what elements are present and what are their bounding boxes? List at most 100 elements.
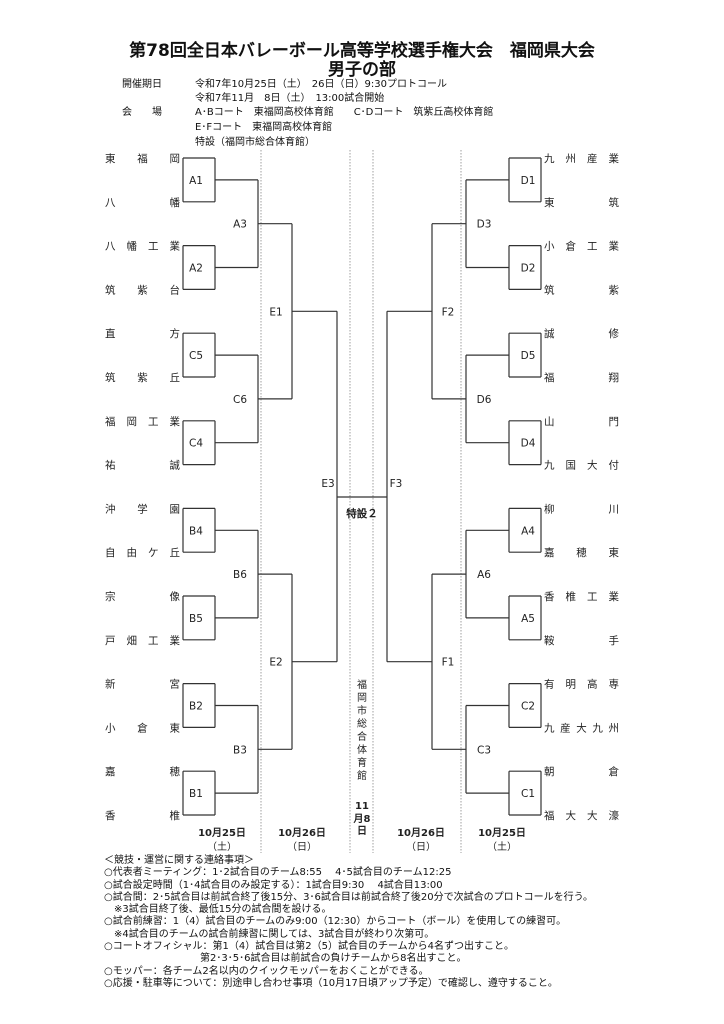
date-line-1: 令和7年10月25日（土） 26日（日）9:30プロトコール (195, 79, 447, 90)
match-label: A1 (189, 175, 203, 187)
team-name: 鞍手 (544, 634, 619, 647)
note-item: ○試合設定時間（1･4試合目のみ設定する）：1試合目9:30 4試合目13:00 (104, 879, 443, 891)
match-label: C3 (477, 744, 491, 756)
team-name: 九国大付 (544, 459, 619, 472)
center-venue-char: 館 (357, 769, 367, 782)
notes-section: ＜競技・運営に関する連絡事項＞ ○代表者ミーティング：1･2試合目のチーム8:5… (104, 855, 593, 990)
team-name: 福翔 (544, 371, 619, 384)
team-name: 福岡工業 (105, 415, 181, 428)
column-day: （日） (287, 841, 317, 853)
match-label: B2 (189, 701, 203, 713)
team-name: 東筑 (544, 196, 620, 209)
match-label: B5 (189, 613, 203, 625)
note-item: 第2･3･5･6試合目は前試合の負けチームから8名出すこと。 (200, 953, 467, 965)
team-name: 小倉工業 (544, 240, 620, 253)
team-name: 山門 (544, 416, 619, 428)
column-date: 10月26日 (278, 827, 326, 839)
match-label: B4 (189, 525, 203, 537)
venue-line-2: E･Fコート 東福岡高校体育館 (195, 122, 333, 133)
team-name: 福大大濠 (544, 809, 620, 822)
team-name: 嘉穂東 (544, 546, 620, 559)
match-label: B3 (233, 744, 247, 756)
note-item: ○代表者ミーティング：1･2試合目のチーム8:55 4･5試合目のチーム12:2… (104, 867, 452, 879)
team-name: 朝倉 (544, 765, 620, 778)
match-label: E3 (321, 478, 334, 490)
team-name: 戸畑工業 (105, 634, 181, 647)
venue-line-3: 特設（福岡市総合体育館） (195, 137, 315, 148)
match-label: F3 (390, 478, 403, 490)
notes-heading: ＜競技・運営に関する連絡事項＞ (104, 855, 254, 866)
center-venue-char: 市 (357, 704, 367, 717)
team-name: 新宮 (105, 678, 180, 691)
match-label: D1 (521, 175, 536, 187)
match-label: C5 (189, 350, 203, 362)
team-name: 嘉穂 (105, 765, 181, 778)
match-label: E1 (269, 306, 282, 318)
team-name: 九州産業 (544, 152, 620, 165)
match-label: E2 (269, 657, 282, 669)
column-day: （土） (207, 840, 237, 853)
center-venue-char: 体 (357, 744, 367, 756)
center-venue-char: 総 (357, 717, 367, 730)
team-name: 八幡 (105, 196, 181, 209)
match-label: B6 (233, 569, 247, 581)
match-label: C1 (521, 788, 535, 800)
note-item: ○応援・駐車等について：別途申し合わせ事項（10月17日頃アップ予定）で確認し、… (104, 977, 558, 989)
match-label: C4 (189, 438, 203, 450)
date-label: 開催期日 (122, 79, 162, 90)
date-line-2: 令和7年11月 8日（土） 13:00試合開始 (195, 93, 385, 104)
final-label: 特設２ (346, 507, 378, 520)
team-name: 沖学園 (105, 502, 180, 515)
team-name: 東福岡 (105, 152, 180, 165)
match-label: D5 (521, 350, 536, 362)
match-label: D6 (477, 394, 492, 406)
team-name: 誠修 (544, 327, 620, 340)
center-venue-char: 育 (357, 756, 367, 769)
team-name: 宗像 (105, 590, 181, 603)
note-item: ○モッパー：各チーム2名以内のクイックモッパーをおくことができる。 (104, 965, 429, 977)
center-venue-char: 岡 (357, 692, 367, 704)
team-name: 柳川 (544, 502, 619, 515)
match-label: A4 (521, 525, 535, 537)
page-title: 第78回全日本バレーボール高等学校選手権大会 福岡県大会 (129, 41, 595, 61)
team-name: 香椎工業 (544, 590, 620, 603)
match-label: C6 (233, 394, 247, 406)
match-label: C2 (521, 701, 535, 713)
note-item: ○試合間：2･5試合目は前試合終了後15分、3･6試合目は前試合終了後20分で次… (104, 891, 594, 903)
team-name: 自由ケ丘 (105, 546, 180, 559)
match-label: A3 (233, 219, 247, 231)
match-label: F2 (442, 306, 455, 318)
match-label: D3 (477, 219, 492, 231)
team-name: 祐誠 (105, 459, 181, 472)
center-venue-char: 福 (357, 678, 367, 691)
team-name: 筑紫台 (105, 283, 180, 296)
note-item: ※3試合目終了後、最低15分の試合間を設ける。 (114, 904, 332, 916)
center-venue-char: 合 (357, 730, 367, 743)
column-date: 10月25日 (198, 827, 246, 839)
column-day: （土） (487, 840, 517, 853)
team-name: 八幡工業 (105, 240, 181, 253)
column-date: 10月26日 (397, 827, 445, 839)
team-name: 筑紫丘 (105, 371, 180, 384)
note-item: ○コートオフィシャル：第1（4）試合目は第2（5）試合目のチームから4名ずつ出す… (104, 941, 515, 953)
match-label: D2 (521, 263, 536, 275)
match-label: A6 (477, 569, 491, 581)
match-label: D4 (521, 438, 536, 450)
column-date: 10月25日 (478, 827, 526, 839)
note-item: ※4試合目のチームの試合前練習に関しては、3試合目が終わり次第可。 (114, 928, 435, 940)
match-label: A5 (521, 613, 535, 625)
page-subtitle: 男子の部 (328, 60, 396, 80)
venue-line-1: A･Bコート 東福岡高校体育館 C･Dコート 筑紫丘高校体育館 (195, 107, 494, 118)
match-label: A2 (189, 263, 203, 275)
team-name: 九産大九州 (544, 721, 619, 734)
match-label: B1 (189, 788, 203, 800)
note-item: ○試合前練習：1（4）試合目のチームのみ9:00（12:30）からコート（ボール… (104, 916, 567, 928)
team-name: 直方 (105, 327, 180, 340)
column-day: （日） (406, 841, 436, 853)
center-date: 11月8日 (353, 801, 371, 837)
team-name: 小倉東 (105, 721, 181, 734)
venue-label: 会 場 (122, 107, 162, 118)
match-label: F1 (442, 657, 455, 669)
team-name: 有明高専 (544, 678, 619, 691)
